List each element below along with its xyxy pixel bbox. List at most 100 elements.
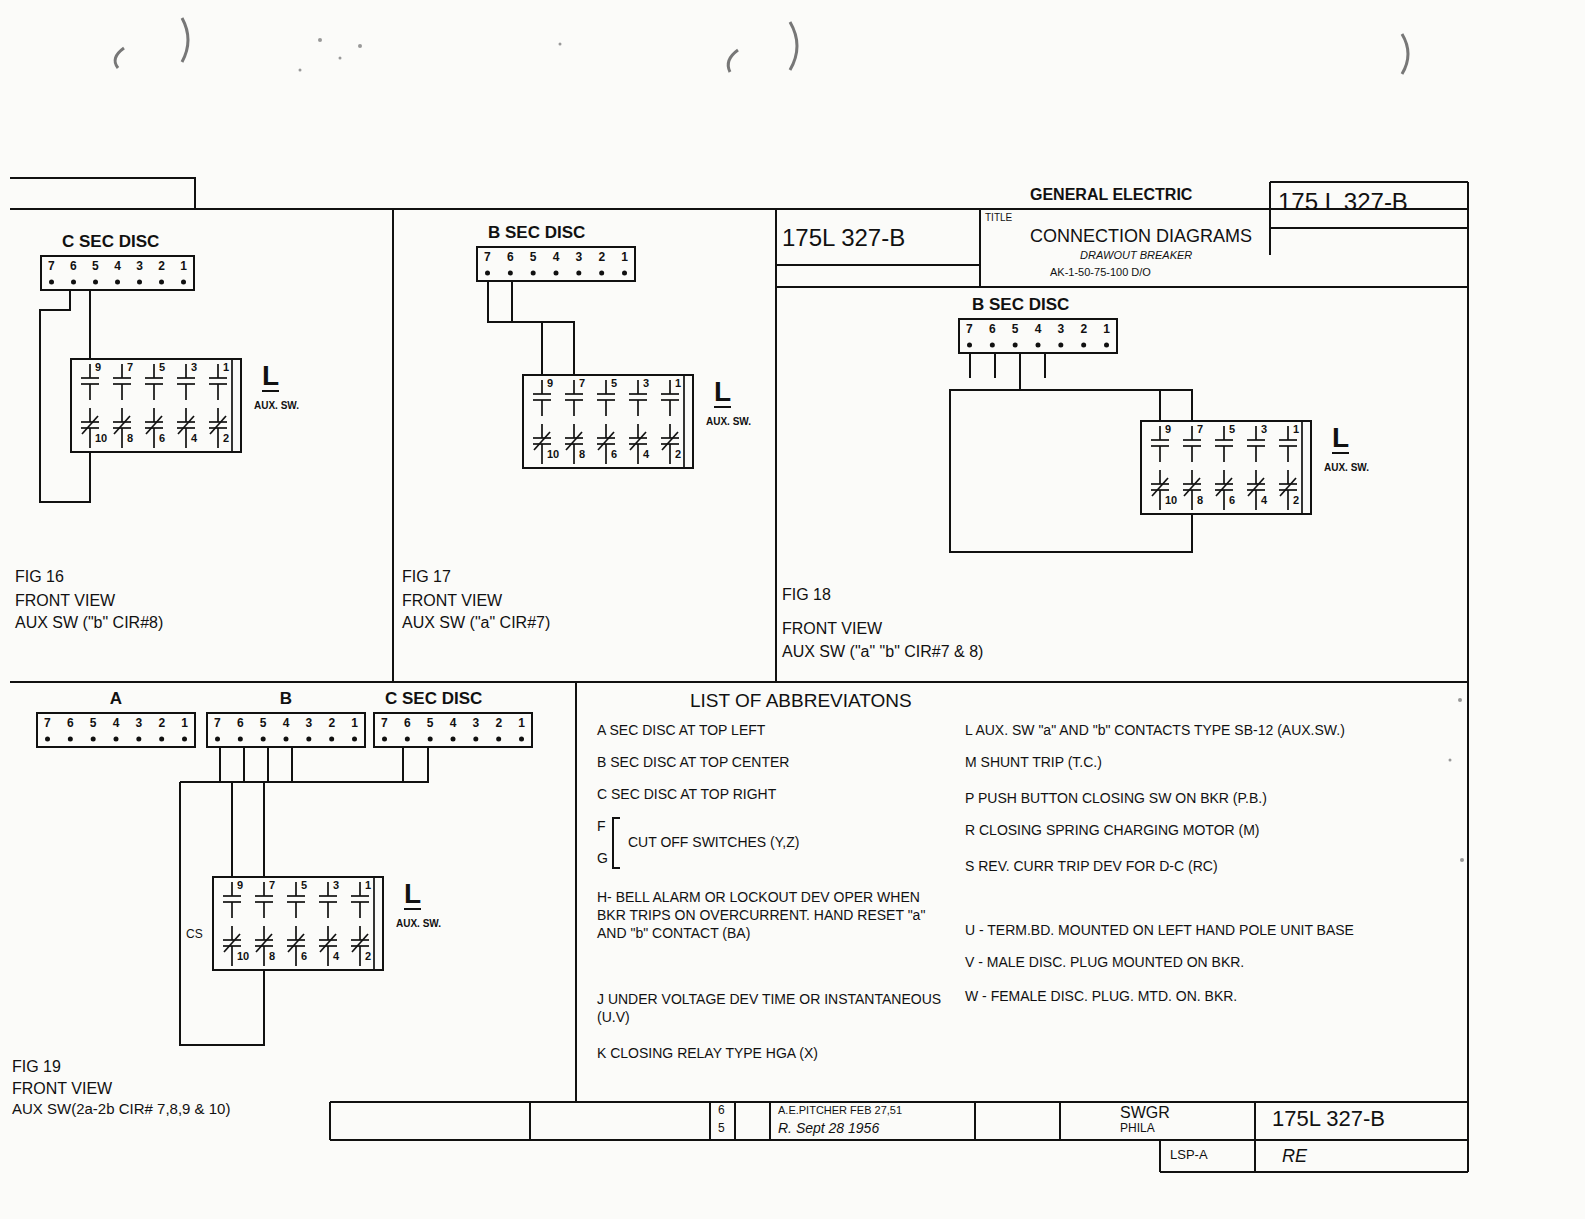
contact-line — [565, 393, 583, 395]
terminal-dot — [531, 271, 536, 276]
contact-line — [185, 408, 187, 422]
contact-line — [263, 926, 265, 940]
contact-line — [327, 946, 329, 966]
contact-line — [1223, 446, 1225, 462]
contact-line — [359, 882, 361, 896]
contact-line — [1301, 422, 1303, 513]
contact-line — [327, 882, 329, 896]
figure-caption: FRONT VIEW — [12, 1080, 112, 1098]
contact-line — [1215, 439, 1233, 441]
contact-line — [1247, 439, 1265, 441]
terminal-dot — [115, 280, 120, 285]
contact-line — [89, 408, 91, 422]
contact-line — [1287, 470, 1289, 484]
contact-line — [637, 424, 639, 438]
contact-number: 9 — [237, 879, 243, 891]
contact-number: 10 — [237, 950, 249, 962]
contact-number: 10 — [547, 448, 559, 460]
contact-line — [231, 926, 233, 940]
abbreviation-letter: F — [597, 818, 606, 834]
terminal-numbers: 7 6 5 4 3 2 1 — [44, 716, 188, 730]
block-heading: C SEC DISC — [385, 689, 482, 709]
abbreviation-entry: J UNDER VOLTAGE DEV TIME OR INSTANTANEOU… — [597, 990, 947, 1026]
contact-line — [1215, 483, 1233, 485]
contact-number: 1 — [675, 377, 681, 389]
contact-number: 4 — [643, 448, 649, 460]
contact-number: 8 — [269, 950, 275, 962]
contact-line — [661, 437, 679, 439]
contact-line — [223, 939, 241, 941]
contact-number: 10 — [1165, 494, 1177, 506]
contact-line — [295, 946, 297, 966]
figure-number: FIG 17 — [402, 568, 451, 586]
terminal-dot — [1081, 343, 1086, 348]
terminal-dot — [159, 737, 164, 742]
contact-line — [351, 895, 369, 897]
terminal-dot — [71, 280, 76, 285]
contact-line — [81, 421, 99, 423]
contact-line — [231, 360, 233, 451]
contact-line — [573, 380, 575, 394]
contact-line — [629, 437, 647, 439]
contact-line — [669, 400, 671, 416]
contact-line — [629, 393, 647, 395]
contact-line — [573, 424, 575, 438]
revision-mark: RE — [1282, 1146, 1307, 1167]
wire-connector — [1020, 354, 1192, 420]
figure-number: FIG 19 — [12, 1058, 61, 1076]
switch-letter: L — [714, 378, 731, 408]
terminal-dot — [576, 271, 581, 276]
contact-number: 1 — [1293, 423, 1299, 435]
terminal-dot — [93, 280, 98, 285]
contact-line — [637, 400, 639, 416]
contact-line — [1183, 439, 1201, 441]
contact-number: 5 — [159, 361, 165, 373]
contact-label: CS — [186, 928, 203, 942]
wire-connector — [264, 748, 428, 876]
contact-line — [1255, 426, 1257, 440]
contact-line — [223, 895, 241, 897]
company-name: GENERAL ELECTRIC — [1030, 186, 1192, 204]
contact-line — [113, 377, 131, 379]
contact-line — [113, 421, 131, 423]
contact-number: 6 — [1229, 494, 1235, 506]
drawing-subtitle: DRAWOUT BREAKER — [1080, 249, 1192, 262]
terminal-dots — [45, 271, 1109, 742]
department: SWGR — [1120, 1104, 1170, 1122]
contact-line — [1247, 483, 1265, 485]
auxiliary-switch: LAUX. SW.97531108642 — [1140, 420, 1312, 515]
contact-line — [217, 408, 219, 422]
contact-line — [263, 946, 265, 966]
contact-line — [1287, 446, 1289, 462]
contact-line — [81, 377, 99, 379]
contact-number: 3 — [333, 879, 339, 891]
contact-line — [89, 364, 91, 378]
contact-line — [185, 384, 187, 400]
switch-letter: L — [1332, 424, 1349, 454]
block-heading: B SEC DISC — [972, 295, 1069, 315]
signature: R. Sept 28 1956 — [778, 1120, 879, 1136]
contact-number: 8 — [579, 448, 585, 460]
block-heading: B — [208, 689, 364, 709]
contact-line — [145, 421, 163, 423]
file-code: LSP-A — [1170, 1148, 1208, 1163]
contact-line — [263, 902, 265, 918]
terminal-dot — [68, 737, 73, 742]
contact-line — [1159, 490, 1161, 510]
contact-number: 2 — [223, 432, 229, 444]
terminal-dot — [182, 737, 187, 742]
contact-line — [231, 902, 233, 918]
contact-line — [637, 380, 639, 394]
terminal-dot — [1013, 343, 1018, 348]
contact-line — [1287, 426, 1289, 440]
contact-line — [327, 926, 329, 940]
contact-line — [287, 895, 305, 897]
contact-line — [327, 902, 329, 918]
abbreviation-entry: CUT OFF SWITCHES (Y,Z) — [628, 834, 799, 850]
abbreviation-letter: G — [597, 850, 608, 866]
contact-number: 1 — [223, 361, 229, 373]
drawing-number: 175 L 327-B — [1278, 188, 1408, 216]
